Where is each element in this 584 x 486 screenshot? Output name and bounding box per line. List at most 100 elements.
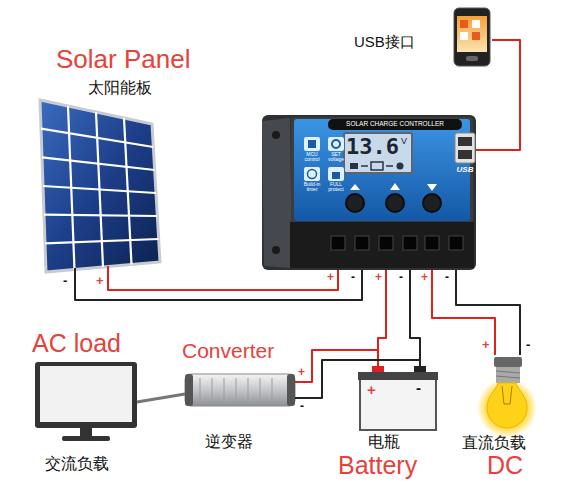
control-button xyxy=(386,194,404,212)
polarity-sign: - xyxy=(416,380,428,396)
converter: Converter逆变器 xyxy=(185,372,295,408)
node-heading: AC load xyxy=(32,330,162,356)
wire-connector xyxy=(432,270,520,355)
battery: 电瓶Battery xyxy=(360,370,436,430)
usb-slot xyxy=(458,150,472,159)
node-caption: 直流负载 xyxy=(462,435,552,452)
wire-connector xyxy=(75,270,362,300)
mounting-tab xyxy=(262,118,292,268)
ridge xyxy=(200,378,201,402)
battery-body xyxy=(360,378,436,430)
node-heading: Battery xyxy=(338,452,448,478)
screen-icon xyxy=(460,32,468,40)
converter-cap xyxy=(185,374,193,406)
wire-stub xyxy=(107,266,109,273)
terminal-sign: + xyxy=(421,271,431,284)
blue-face xyxy=(294,119,470,221)
usb-phone: USB接口 xyxy=(452,8,492,68)
grid-line xyxy=(44,215,157,216)
mount-hole xyxy=(272,131,280,139)
lcd-icon xyxy=(397,163,404,170)
lcd-icon xyxy=(361,165,368,167)
monitor-screen xyxy=(40,366,132,422)
feature-icon-mark xyxy=(308,140,316,148)
control-button xyxy=(423,194,441,212)
node-caption: 交流负载 xyxy=(45,456,135,473)
feature-icon-mark xyxy=(308,170,317,179)
node-heading: Converter xyxy=(182,340,302,362)
node-heading: Solar Panel xyxy=(56,46,226,73)
node-caption: 电瓶 xyxy=(368,434,428,451)
lcd-icon xyxy=(371,162,383,170)
terminal-sign: + xyxy=(375,271,385,284)
polarity-sign: + xyxy=(298,366,308,379)
feature-icon xyxy=(328,167,344,181)
terminal-hole xyxy=(403,236,417,250)
feature-icon-mark xyxy=(332,172,340,179)
controller-body xyxy=(262,115,476,270)
screen-icon xyxy=(472,32,480,40)
panel-grid xyxy=(41,106,159,270)
negative-wire xyxy=(295,360,420,398)
node-caption: 太阳能板 xyxy=(88,80,178,97)
bulb-thread xyxy=(496,367,520,383)
lcd-screen xyxy=(344,133,412,173)
monitor-art xyxy=(35,362,137,441)
thread-line xyxy=(496,371,520,373)
screen-icon xyxy=(460,20,468,28)
grid-line xyxy=(43,186,156,193)
positive-wire xyxy=(432,270,495,355)
terminal-holes xyxy=(331,236,463,250)
face-frame xyxy=(291,117,473,223)
polarity-sign: + xyxy=(367,382,379,398)
usb-label: USB xyxy=(452,166,478,174)
charge-controller: SOLAR CHARGE CONTROLLER xyxy=(262,115,476,270)
screen-icon xyxy=(472,20,480,28)
monitor-base xyxy=(62,436,110,441)
bulb-glass xyxy=(487,383,527,428)
lcd-icon xyxy=(350,163,358,169)
converter-body xyxy=(185,374,295,406)
ridge xyxy=(236,378,237,402)
terminal-sign: - xyxy=(399,271,409,284)
bulb-art xyxy=(477,357,537,438)
feature-icon-mark xyxy=(332,140,340,148)
usb-slot xyxy=(458,137,472,146)
converter-art xyxy=(185,374,295,406)
phone-screen xyxy=(457,16,487,52)
polarity-sign: - xyxy=(63,274,73,288)
mount-hole xyxy=(272,246,280,254)
battery-art xyxy=(358,366,438,430)
dc-load: 直流负载DC xyxy=(482,355,532,432)
negative-wire xyxy=(137,394,185,402)
grid-line xyxy=(41,129,153,147)
button-symbol xyxy=(350,184,360,190)
solar-panel: Solar Panel太阳能板 xyxy=(38,100,162,272)
node-caption: USB接口 xyxy=(354,34,446,50)
wire-connector xyxy=(137,394,185,402)
phone-button xyxy=(466,56,478,61)
solar-panel-art xyxy=(40,100,160,273)
positive-wire xyxy=(476,40,520,150)
usb-port xyxy=(455,133,475,163)
monitor-neck xyxy=(80,428,92,436)
negative-wire xyxy=(456,270,520,355)
terminal-sign: - xyxy=(351,271,361,284)
ac-load: AC load交流负载 xyxy=(35,362,137,442)
polarity-sign: + xyxy=(482,338,492,352)
title-band xyxy=(328,119,462,130)
negative-wire xyxy=(410,270,420,370)
monitor-frame xyxy=(35,362,137,428)
feature-label: SET voltage xyxy=(324,152,348,163)
negative-wire xyxy=(75,270,362,300)
feature-label: FULL protect xyxy=(324,182,348,193)
terminal-sign: - xyxy=(445,271,455,284)
feature-icon xyxy=(304,167,320,181)
ridge xyxy=(212,378,213,402)
button-symbol xyxy=(427,184,437,191)
polarity-sign: - xyxy=(526,338,536,352)
node-caption: 逆变器 xyxy=(205,434,285,451)
